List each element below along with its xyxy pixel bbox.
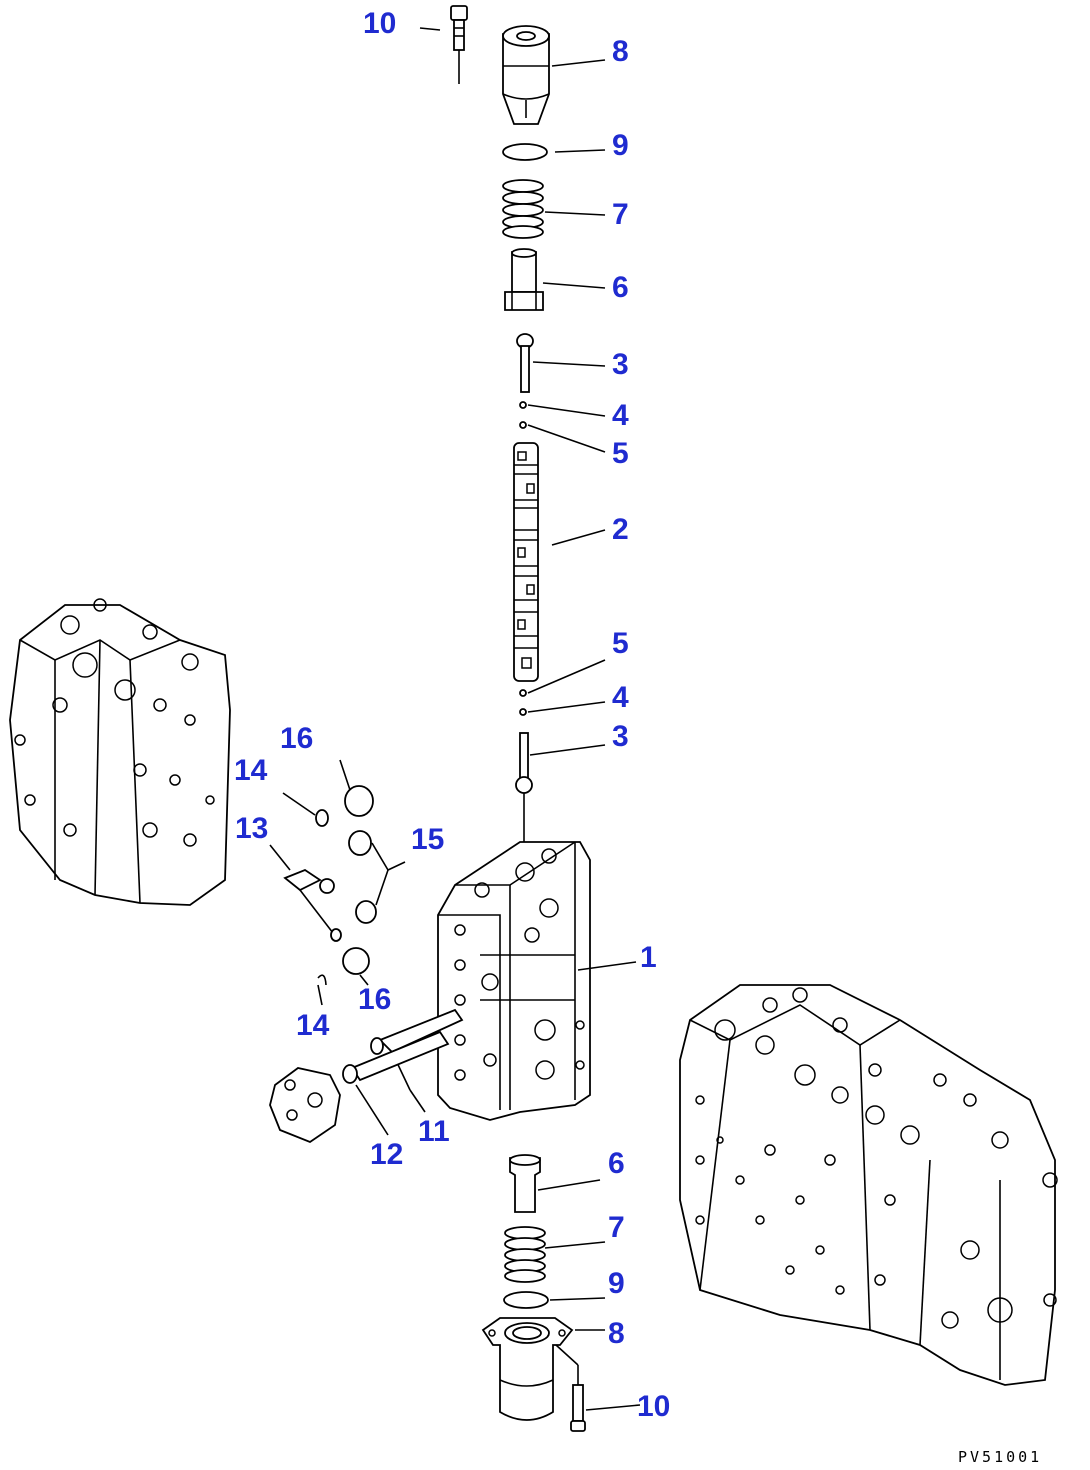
callout-7-bottom: 7 — [608, 1211, 625, 1244]
part-5-bottom-ring — [519, 689, 527, 697]
part-9-bottom-oring — [503, 1291, 549, 1309]
callout-labels: 10 8 9 7 6 3 4 5 2 5 4 3 16 14 13 15 1 1… — [234, 7, 670, 1423]
drawing-reference-code: PV51001 — [958, 1448, 1042, 1466]
part-10-bottom-bolt — [555, 1344, 586, 1432]
callout-6-bottom: 6 — [608, 1147, 625, 1180]
callout-3-bottom: 3 — [612, 720, 629, 753]
part-4-bottom-ring — [519, 708, 527, 716]
callout-8-top: 8 — [612, 35, 629, 68]
callout-9-top: 9 — [612, 129, 629, 162]
part-16-top-oring — [344, 785, 374, 817]
callout-16-bottom: 16 — [358, 983, 391, 1016]
part-3-bottom-stopper — [515, 732, 533, 845]
callout-15: 15 — [411, 823, 444, 856]
part-1-valve-body — [437, 841, 591, 1121]
adjacent-valve-block-right — [679, 984, 1058, 1386]
part-16-bottom-oring — [342, 947, 370, 975]
part-8-bottom-cover — [481, 1317, 574, 1421]
part-2-spool — [513, 442, 539, 682]
part-6-top-retainer — [504, 248, 544, 311]
callout-5-bottom: 5 — [612, 627, 629, 660]
part-5-top-ring — [519, 421, 527, 429]
callout-14-bottom: 14 — [296, 1009, 330, 1042]
part-9-top-oring — [502, 143, 548, 161]
callout-4-bottom: 4 — [612, 681, 629, 714]
callout-9-bottom: 9 — [608, 1267, 625, 1300]
adjacent-valve-block-left — [9, 598, 231, 906]
callout-7-top: 7 — [612, 198, 629, 231]
part-4-top-ring — [519, 401, 527, 409]
callout-11: 11 — [418, 1115, 450, 1148]
callout-16-top: 16 — [280, 722, 313, 755]
callout-12: 12 — [370, 1138, 403, 1171]
callout-10-bottom: 10 — [637, 1390, 670, 1423]
part-14-bottom-oring — [317, 974, 327, 986]
callout-10-top: 10 — [363, 7, 396, 40]
callout-5-top: 5 — [612, 437, 629, 470]
callout-1: 1 — [640, 941, 657, 974]
callout-8-bottom: 8 — [608, 1317, 625, 1350]
small-fitting-block — [269, 1067, 341, 1144]
callout-13: 13 — [235, 812, 268, 845]
part-12-pipe — [342, 1030, 450, 1084]
part-15-plate — [348, 830, 389, 924]
part-8-top-cap — [502, 25, 550, 125]
callout-6-top: 6 — [612, 271, 629, 304]
callout-2: 2 — [612, 513, 629, 546]
callout-4-top: 4 — [612, 399, 629, 432]
part-6-bottom-retainer — [509, 1154, 541, 1213]
callout-3-top: 3 — [612, 348, 629, 381]
part-3-top-stopper — [516, 333, 534, 393]
part-11-pipe — [370, 1008, 464, 1091]
leader-lines — [269, 27, 641, 1411]
part-14-top-oring — [315, 809, 329, 827]
part-13-poppet — [283, 868, 342, 942]
part-10-top-bolt — [450, 5, 468, 84]
part-7-bottom-spring — [504, 1226, 546, 1283]
part-7-top-spring — [502, 179, 544, 239]
callout-14-top: 14 — [234, 754, 268, 787]
